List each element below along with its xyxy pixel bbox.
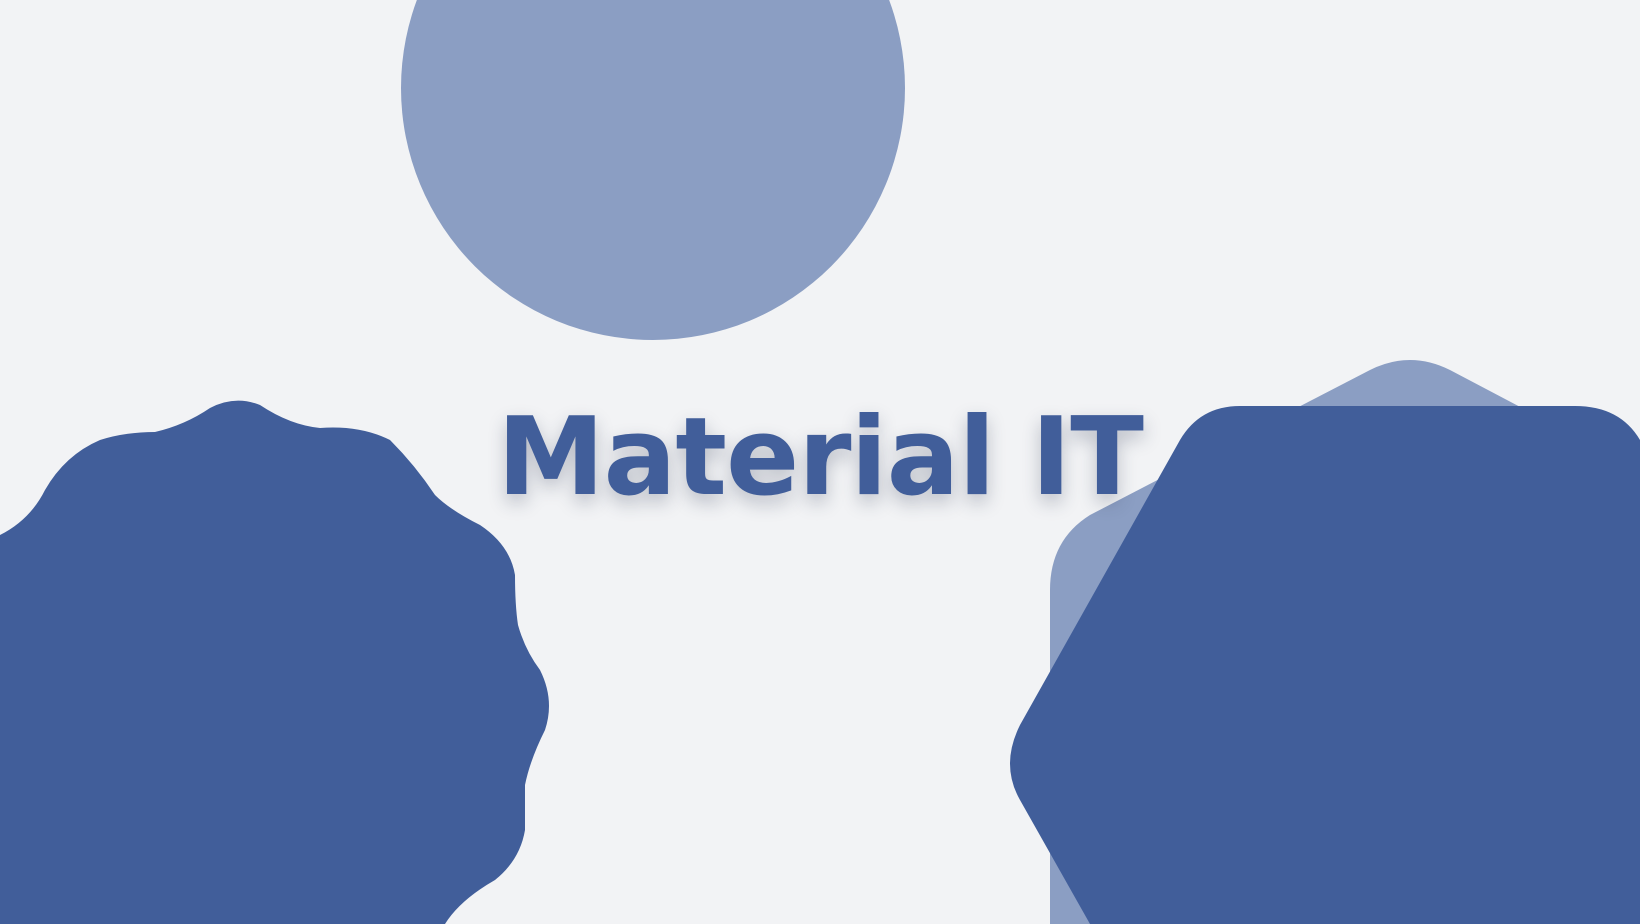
left-scalloped-badge-shape — [0, 400, 549, 924]
right-front-hexagon-shape — [1010, 406, 1640, 924]
hero-title: Material IT — [497, 395, 1144, 520]
top-circle-shape — [401, 0, 905, 340]
